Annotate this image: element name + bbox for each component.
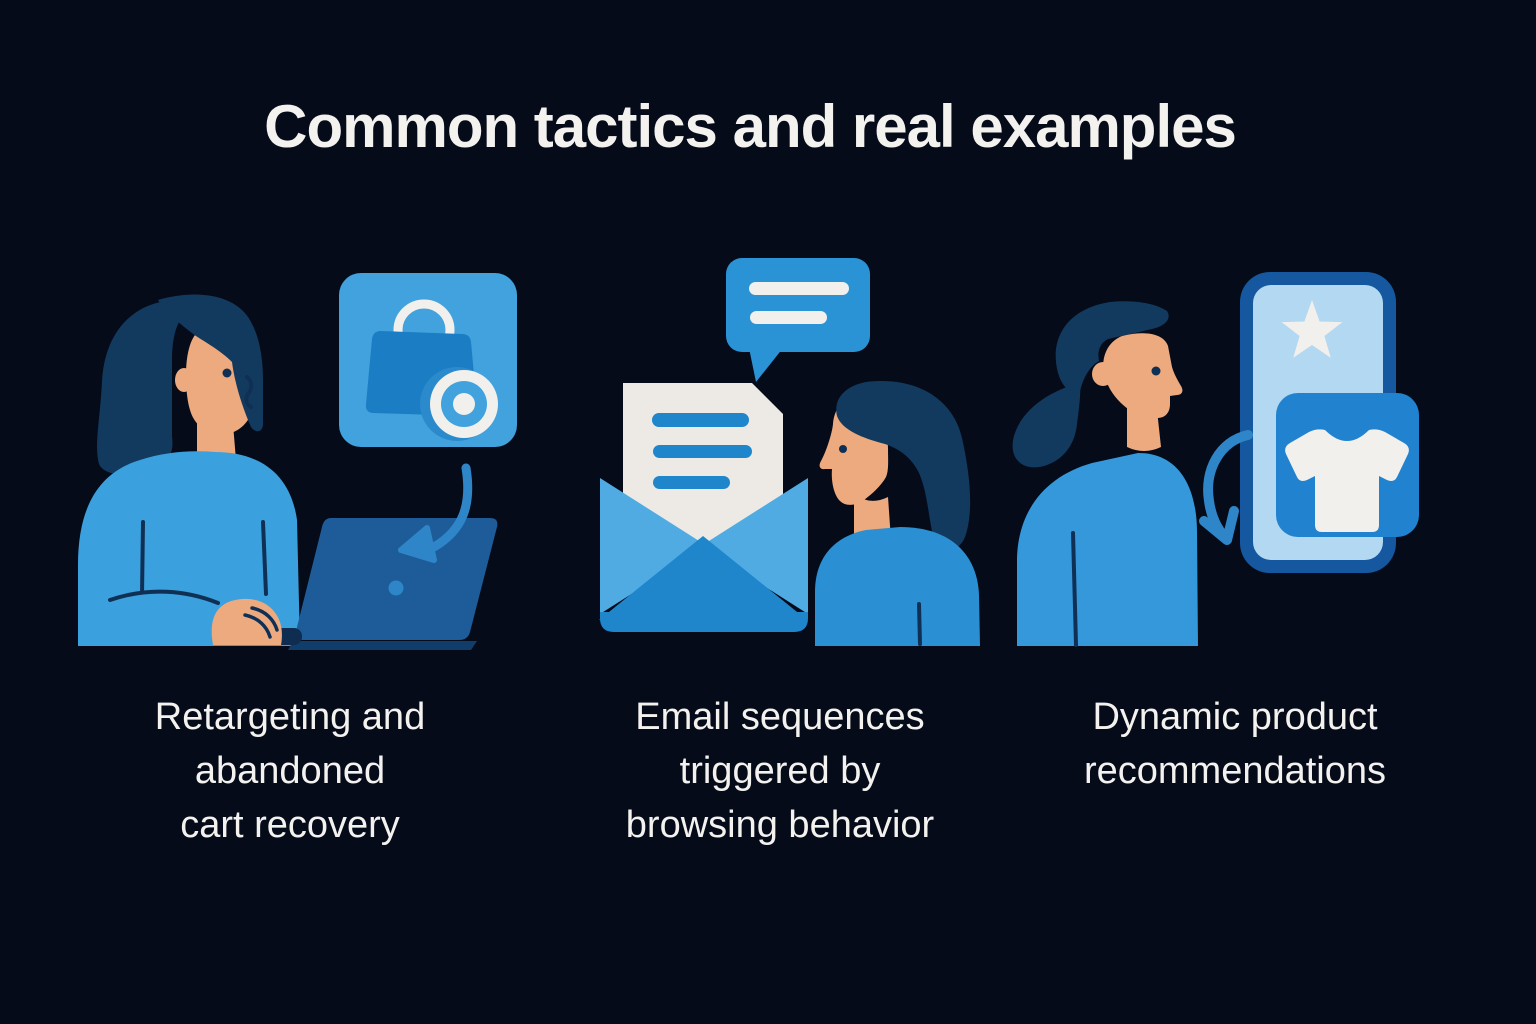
body-shirt bbox=[815, 527, 980, 646]
star-icon bbox=[1281, 300, 1343, 358]
caption-line: Retargeting and bbox=[154, 696, 426, 738]
finger-line-2 bbox=[243, 613, 272, 639]
laptop-base bbox=[288, 641, 477, 650]
tshirt-product-icon bbox=[1285, 429, 1409, 532]
shirt-crease-left bbox=[140, 520, 145, 598]
forearm-outline bbox=[108, 589, 220, 605]
caption-retargeting: Retargeting and abandoned cart recovery bbox=[60, 690, 520, 852]
illustration-email bbox=[599, 258, 980, 646]
bubble-tail bbox=[749, 348, 783, 382]
shirt-crease bbox=[1071, 531, 1078, 647]
shirt-crease bbox=[917, 602, 922, 646]
letter-line-3 bbox=[653, 476, 730, 489]
shopping-bag-app bbox=[339, 273, 517, 447]
caption-email: Email sequences triggered by browsing be… bbox=[560, 690, 1000, 852]
caption-line: triggered by bbox=[679, 750, 881, 792]
arrow-head bbox=[398, 525, 437, 563]
letter-line-1 bbox=[652, 413, 749, 427]
hand bbox=[211, 598, 282, 645]
hair bbox=[836, 381, 971, 550]
target-badge-icon bbox=[420, 367, 498, 441]
nose bbox=[244, 375, 254, 409]
hair-back bbox=[97, 301, 200, 475]
ponytail bbox=[1012, 383, 1081, 468]
forearm bbox=[110, 593, 224, 646]
body-shirt bbox=[1017, 453, 1198, 646]
bubble-body bbox=[726, 258, 870, 352]
woman-avatar bbox=[1012, 301, 1198, 647]
finger-line-1 bbox=[250, 606, 279, 632]
caption-line: browsing behavior bbox=[625, 804, 935, 846]
letter-line-2 bbox=[653, 445, 752, 458]
envelope-with-letter bbox=[599, 383, 808, 632]
caption-line: recommendations bbox=[1083, 750, 1387, 792]
illustration-recommendations bbox=[1012, 272, 1419, 647]
curved-arrow-icon bbox=[1199, 430, 1253, 545]
eye bbox=[1151, 366, 1161, 376]
page-title: Common tactics and real examples bbox=[264, 93, 1237, 160]
woman-avatar bbox=[815, 381, 980, 646]
illustration-retargeting bbox=[78, 273, 517, 650]
envelope-flap-left bbox=[600, 478, 707, 614]
laptop-lid bbox=[295, 518, 498, 640]
caption-recommendations: Dynamic product recommendations bbox=[1015, 690, 1455, 798]
eye bbox=[839, 445, 847, 453]
hair bbox=[1055, 301, 1169, 396]
arrow-curve bbox=[429, 463, 473, 552]
eye bbox=[222, 368, 232, 378]
curved-arrow-icon bbox=[398, 463, 473, 563]
arrow-head bbox=[1199, 506, 1239, 545]
laptop-logo-dot bbox=[388, 580, 404, 596]
product-card bbox=[1276, 393, 1419, 537]
speech-bubble-icon bbox=[726, 258, 870, 382]
caption-line: abandoned bbox=[194, 750, 386, 792]
bubble-line-2 bbox=[750, 311, 827, 324]
caption-line: Dynamic product bbox=[1092, 696, 1378, 738]
envelope-flap-right bbox=[701, 478, 808, 614]
shirt-crease-right bbox=[261, 520, 268, 596]
envelope-front-v bbox=[599, 536, 807, 620]
envelope-front-base bbox=[600, 612, 808, 632]
caption-line: cart recovery bbox=[180, 804, 400, 846]
caption-line: Email sequences bbox=[635, 696, 925, 738]
hair-fringe bbox=[158, 294, 263, 432]
face bbox=[1103, 333, 1183, 418]
arm-and-hand bbox=[108, 589, 282, 646]
bubble-line-1 bbox=[749, 282, 849, 295]
